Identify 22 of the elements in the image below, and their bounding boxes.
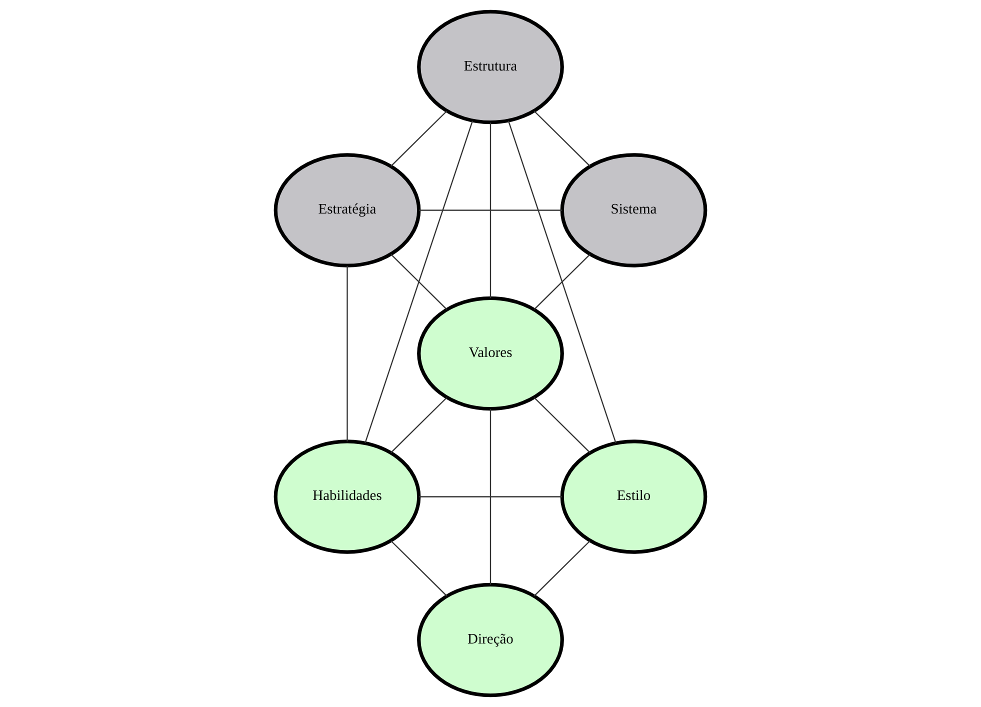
node-ellipse: Sistema — [560, 153, 708, 268]
connector — [508, 120, 616, 444]
connector — [390, 254, 448, 310]
node-ellipse: Estrutura — [417, 10, 564, 124]
connector — [534, 540, 590, 596]
connector — [534, 110, 590, 167]
node-ellipse: Estilo — [560, 440, 708, 554]
connector — [364, 120, 474, 444]
connector — [419, 210, 562, 211]
node-ellipse: Habilidades — [274, 440, 421, 554]
node-ellipse: Valores — [417, 296, 564, 411]
node-ellipse: Estratégia — [274, 153, 421, 268]
node-ellipse: Direção — [417, 582, 564, 698]
connector — [390, 110, 448, 167]
connector — [390, 540, 448, 596]
connector — [534, 397, 590, 454]
connector — [346, 266, 348, 442]
connector — [419, 496, 562, 498]
connector — [534, 254, 590, 310]
connector — [490, 122, 492, 298]
connector — [390, 397, 448, 454]
connector — [490, 409, 492, 585]
